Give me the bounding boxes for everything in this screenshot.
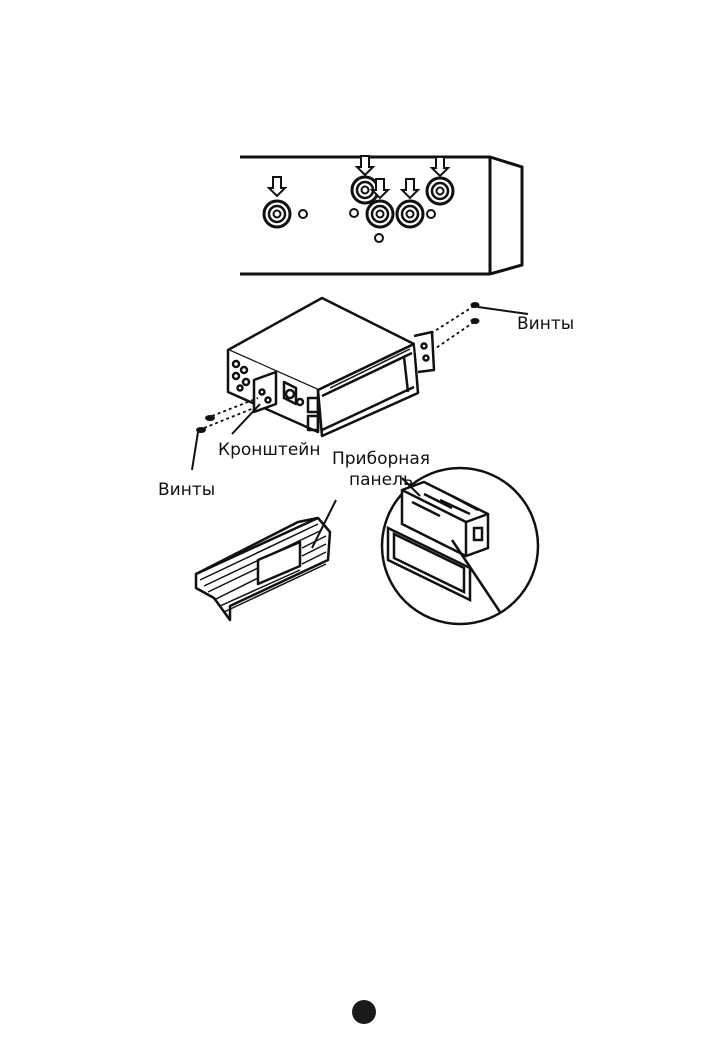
small-hole [350, 209, 358, 217]
bracket-leader-line [232, 404, 260, 434]
small-hole [427, 210, 435, 218]
small-hole [299, 210, 307, 218]
screws-right-illustration [430, 303, 528, 349]
down-arrow-icon [402, 179, 418, 198]
mounting-hole-3 [367, 201, 393, 227]
page-marker-icon [352, 1000, 376, 1024]
head-unit-illustration [228, 298, 434, 436]
mounting-hole-1 [264, 201, 290, 227]
magnified-mount-illustration [382, 468, 538, 624]
mounting-hole-4 [397, 201, 423, 227]
dashboard-illustration [196, 518, 330, 620]
dashboard-label-line2: панель [328, 470, 434, 490]
bracket-label: Кронштейн [218, 440, 320, 460]
side-plate-illustration [240, 157, 522, 274]
dashboard-label-line1: Приборная [328, 449, 434, 469]
screws-left-label: Винты [158, 480, 215, 500]
down-arrow-icon [357, 156, 373, 175]
down-arrow-icon [432, 157, 448, 176]
small-hole [375, 234, 383, 242]
screws-right-label: Винты [517, 314, 574, 334]
mounting-hole-5 [427, 178, 453, 204]
down-arrow-icon [269, 177, 285, 196]
